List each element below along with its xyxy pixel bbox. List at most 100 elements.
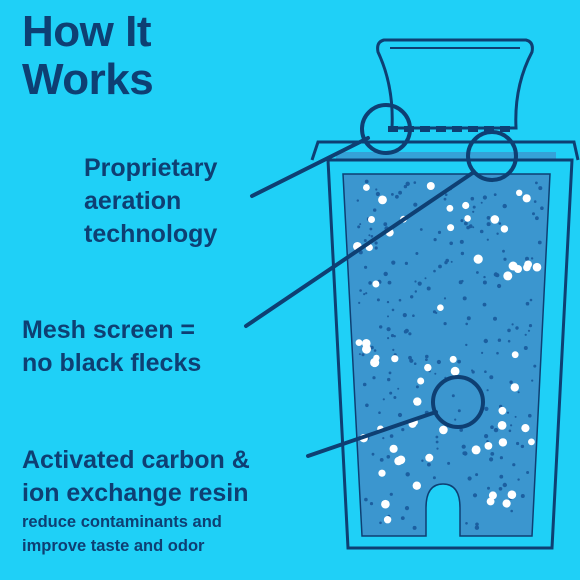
carbon-speck	[465, 522, 468, 525]
carbon-speck	[447, 461, 451, 465]
carbon-speck	[365, 403, 369, 408]
carbon-speck	[470, 196, 475, 201]
carbon-speck	[459, 239, 464, 244]
carbon-speck	[508, 429, 512, 433]
resin-bead	[488, 491, 497, 500]
carbon-speck	[525, 301, 530, 306]
carbon-speck	[509, 380, 513, 384]
carbon-speck	[532, 212, 535, 216]
resin-bead	[511, 351, 519, 359]
carbon-speck	[472, 210, 475, 213]
resin-bead	[363, 184, 370, 191]
carbon-speck	[472, 493, 478, 498]
callout-text: no black flecks	[22, 349, 202, 377]
carbon-speck	[404, 506, 410, 511]
carbon-speck	[524, 333, 527, 336]
carbon-speck	[370, 345, 374, 350]
carbon-speck	[386, 455, 391, 459]
resin-bead	[389, 444, 398, 453]
carbon-speck	[460, 251, 465, 256]
title-line-1: How It	[22, 7, 151, 56]
resin-bead	[383, 516, 392, 524]
resin-bead	[412, 481, 421, 490]
carbon-speck	[415, 252, 419, 255]
carbon-speck	[434, 372, 437, 375]
carbon-speck	[425, 358, 428, 361]
carbon-speck	[357, 225, 361, 229]
carbon-speck	[493, 272, 499, 277]
carbon-speck	[472, 226, 475, 229]
resin-bead	[490, 215, 500, 224]
carbon-speck	[482, 195, 487, 200]
resin-bead	[368, 216, 375, 223]
carbon-speck	[540, 206, 544, 210]
carbon-speck	[480, 201, 483, 204]
resin-bead	[437, 304, 444, 312]
carbon-speck	[359, 223, 362, 226]
carbon-speck	[465, 343, 468, 347]
carbon-speck	[373, 208, 377, 212]
carbon-speck	[498, 487, 503, 491]
carbon-speck	[387, 280, 392, 285]
carbon-speck	[372, 376, 376, 380]
carbon-speck	[379, 521, 382, 525]
cartridge-collar	[310, 140, 580, 161]
callout-text: Activated carbon &	[22, 446, 250, 474]
cartridge-funnel	[376, 38, 534, 130]
callout-subtext: reduce contaminants and	[22, 513, 222, 531]
carbon-speck	[438, 264, 442, 269]
leader-line-mesh	[244, 170, 476, 328]
carbon-speck	[538, 186, 543, 191]
resin-bead	[507, 490, 517, 500]
carbon-speck	[403, 184, 408, 189]
carbon-speck	[493, 316, 497, 321]
carbon-speck	[421, 459, 424, 462]
carbon-speck	[483, 275, 486, 279]
carbon-speck	[467, 476, 472, 481]
carbon-speck	[499, 456, 503, 460]
carbon-speck	[364, 497, 368, 502]
carbon-speck	[386, 327, 391, 332]
carbon-speck	[450, 260, 453, 263]
carbon-speck	[436, 359, 441, 365]
title-line-2: Works	[22, 55, 154, 104]
carbon-speck	[516, 441, 520, 446]
resin-bead	[473, 254, 483, 264]
carbon-speck	[433, 269, 436, 273]
callout-subtext: improve taste and odor	[22, 537, 205, 555]
resin-bead	[446, 204, 454, 212]
carbon-speck	[373, 349, 377, 352]
carbon-speck	[526, 471, 530, 474]
carbon-speck	[371, 452, 375, 456]
carbon-speck	[393, 335, 396, 338]
callout-circle-mesh	[466, 130, 518, 182]
carbon-speck	[482, 280, 487, 285]
carbon-speck	[457, 359, 461, 364]
carbon-speck	[365, 292, 368, 295]
resin-bead	[532, 262, 542, 272]
resin-bead	[462, 201, 470, 210]
carbon-speck	[527, 329, 531, 332]
resin-bead	[484, 442, 493, 450]
carbon-speck	[515, 326, 519, 330]
carbon-speck	[507, 339, 511, 343]
carbon-speck	[444, 260, 448, 265]
resin-bead	[413, 397, 422, 406]
carbon-speck	[511, 323, 514, 326]
carbon-speck	[413, 181, 417, 184]
carbon-speck	[374, 246, 378, 250]
carbon-speck	[425, 354, 429, 359]
carbon-speck	[507, 328, 511, 333]
carbon-speck	[481, 351, 484, 354]
carbon-speck	[471, 370, 475, 374]
carbon-speck	[387, 315, 389, 318]
carbon-speck	[427, 462, 431, 467]
resin-bead	[522, 194, 531, 203]
carbon-speck	[435, 435, 439, 439]
carbon-speck	[475, 522, 479, 527]
resin-bead	[424, 363, 432, 372]
carbon-speck	[436, 447, 439, 450]
carbon-speck	[397, 412, 403, 418]
carbon-speck	[392, 348, 395, 351]
carbon-speck	[517, 478, 520, 481]
